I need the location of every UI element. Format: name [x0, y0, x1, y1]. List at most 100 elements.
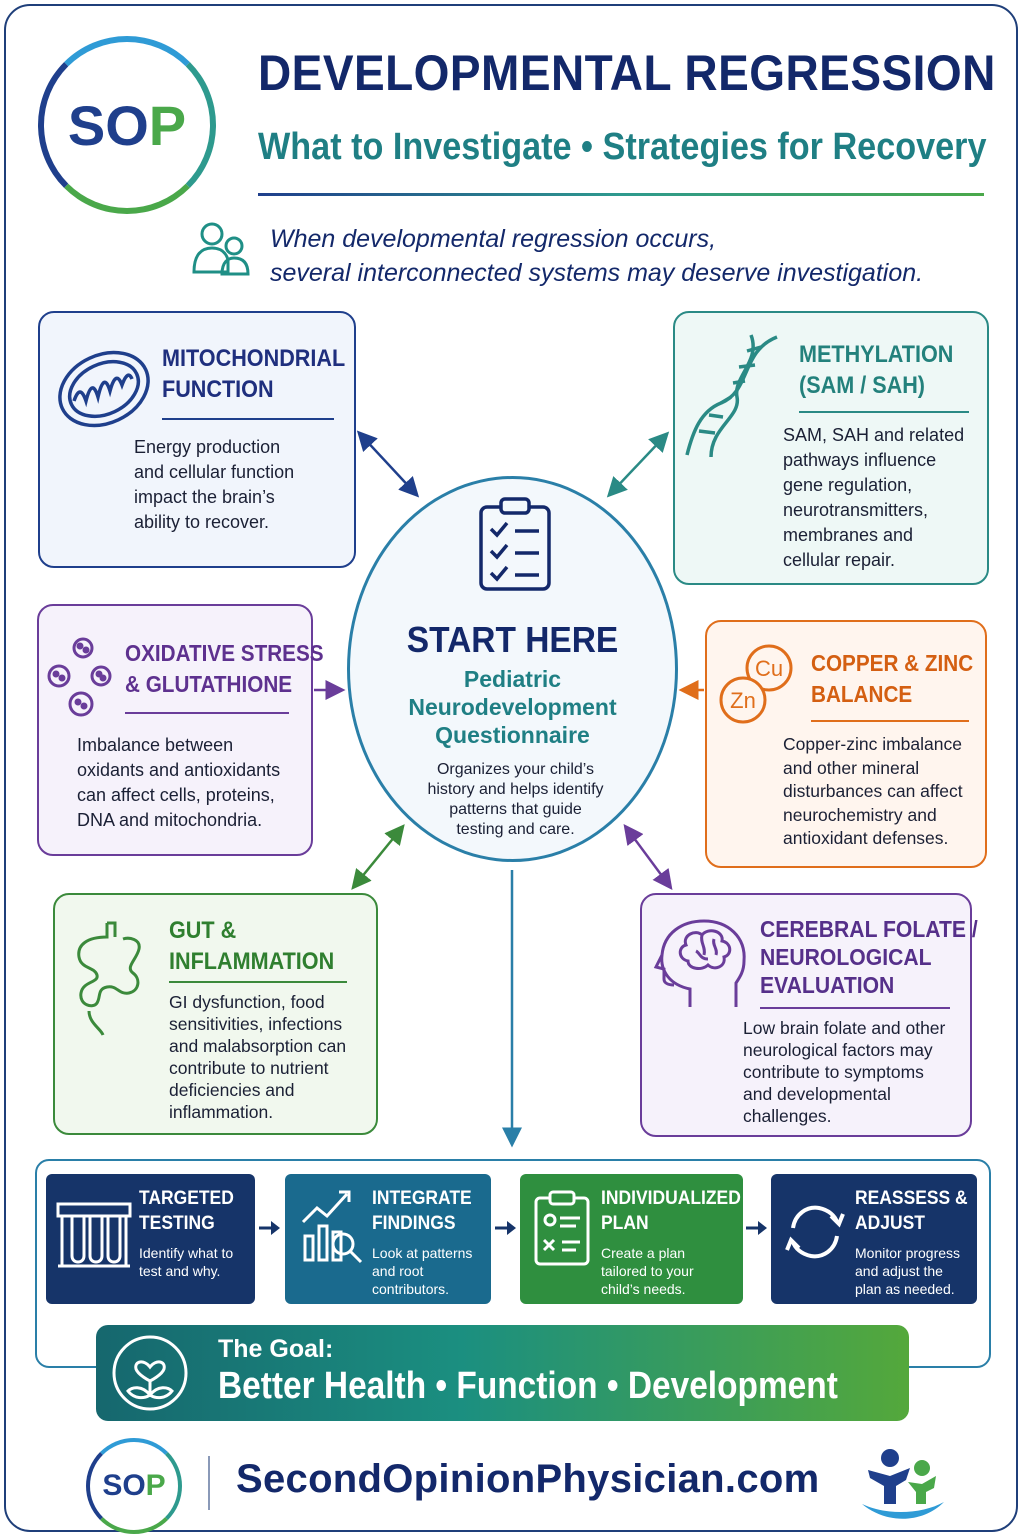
oxid-line-2: oxidants and antioxidants	[77, 760, 281, 780]
start-here-oval: START HERE Pediatric Neurodevelopment Qu…	[347, 476, 678, 862]
oxid-rule	[125, 712, 289, 714]
copper-title-line-1: COPPER & ZINC	[811, 650, 974, 676]
box-methylation: METHYLATION (SAM / SAH) SAM, SAH and rel…	[673, 311, 989, 585]
cerebral-text: Low brain folate and other neurological …	[743, 1017, 945, 1127]
step-targeted-testing: TARGETED TESTING Identify what to test a…	[46, 1174, 255, 1304]
gut-line-3: and malabsorption can	[169, 1036, 347, 1056]
gut-text: GI dysfunction, food sensitivities, infe…	[169, 991, 346, 1123]
oxid-text: Imbalance between oxidants and antioxida…	[77, 733, 280, 833]
footer-divider	[208, 1456, 210, 1510]
footer-logo-letter-p: P	[145, 1469, 166, 1502]
meth-line-1: SAM, SAH and related	[783, 425, 965, 445]
box-cerebral-folate: CEREBRAL FOLATE / NEUROLOGICAL EVALUATIO…	[640, 893, 978, 1137]
step-4-line-3: plan as needed.	[855, 1281, 955, 1297]
step-arrow-2	[495, 1221, 516, 1235]
center-line-2: history and helps identify	[427, 781, 604, 798]
step-4-title-line-1: REASSESS &	[855, 1188, 968, 1209]
arrow-cere-center	[623, 823, 673, 891]
goal-text: Better Health • Function • Development	[218, 1365, 838, 1407]
step-3-line-3: child’s needs.	[601, 1281, 686, 1297]
chart-magnifier-icon	[301, 1190, 363, 1264]
meth-title-line-1: METHYLATION	[799, 341, 954, 368]
box-copper-zinc: Cu Zn COPPER & ZINC BALANCE Copper-zinc …	[705, 620, 987, 868]
gut-title: GUT & INFLAMMATION	[169, 915, 334, 977]
cerebral-line-3: contribute to symptoms	[743, 1062, 924, 1082]
step-1-line-2: test and why.	[139, 1263, 221, 1279]
arrow-meth-center	[606, 431, 670, 498]
oxid-line-1: Imbalance between	[77, 735, 234, 755]
mito-title: MITOCHONDRIAL FUNCTION	[162, 343, 345, 405]
page-frame	[4, 4, 1018, 1532]
step-4-line-1: Monitor progress	[855, 1245, 961, 1261]
step-2-title: INTEGRATE FINDINGS	[372, 1186, 472, 1236]
intro-text: When developmental regression occurs, se…	[270, 222, 923, 290]
copper-title-line-2: BALANCE	[811, 681, 913, 707]
family-icon	[862, 1449, 944, 1519]
copper-line-2: and other mineral	[783, 757, 920, 778]
meth-title: METHYLATION (SAM / SAH)	[799, 339, 953, 401]
heart-plant-icon	[112, 1335, 188, 1411]
gut-line-6: inflammation.	[169, 1102, 274, 1122]
mito-title-line-1: MITOCHONDRIAL	[162, 345, 346, 372]
cu-symbol: Cu	[755, 656, 783, 681]
step-2-line-2: and root	[372, 1263, 424, 1279]
step-4-title: REASSESS & ADJUST	[855, 1186, 968, 1236]
step-3-line-2: tailored to your	[601, 1263, 694, 1279]
meth-line-4: neurotransmitters,	[783, 500, 929, 520]
step-arrow-3	[746, 1221, 767, 1235]
step-3-line-1: Create a plan	[601, 1245, 686, 1261]
intestine-icon	[77, 921, 141, 1036]
meth-title-line-2: (SAM / SAH)	[799, 372, 925, 399]
step-1-text: Identify what to test and why.	[139, 1244, 233, 1280]
step-integrate-findings: INTEGRATE FINDINGS Look at patterns and …	[285, 1174, 491, 1304]
cerebral-line-2: neurological factors may	[743, 1040, 933, 1060]
step-3-title: INDIVIDUALIZED PLAN	[601, 1186, 741, 1236]
gut-line-4: contribute to nutrient	[169, 1058, 329, 1078]
test-tubes-icon	[56, 1202, 132, 1268]
box-oxidative-stress: OXIDATIVE STRESS & GLUTATHIONE Imbalance…	[37, 604, 324, 856]
intro-line-1: When developmental regression occurs,	[270, 225, 717, 253]
step-1-title-line-2: TESTING	[139, 1213, 215, 1234]
meth-line-6: cellular repair.	[783, 550, 896, 570]
page-subtitle: What to Investigate • Strategies for Rec…	[258, 126, 987, 168]
website-link[interactable]: SecondOpinionPhysician.com	[236, 1457, 820, 1501]
step-3-text: Create a plan tailored to your child’s n…	[601, 1244, 694, 1298]
cerebral-line-1: Low brain folate and other	[743, 1018, 946, 1038]
step-3-title-line-1: INDIVIDUALIZED	[601, 1188, 741, 1209]
intro-line-2: several interconnected systems may deser…	[270, 259, 924, 287]
mito-line-4: ability to recover.	[134, 512, 270, 532]
mitochondria-icon	[58, 350, 150, 428]
copper-line-3: disturbances can affect	[783, 781, 963, 801]
step-4-text: Monitor progress and adjust the plan as …	[855, 1244, 960, 1298]
oxid-title-line-1: OXIDATIVE STRESS	[125, 640, 324, 666]
cerebral-title: CEREBRAL FOLATE / NEUROLOGICAL EVALUATIO…	[760, 915, 978, 999]
gut-rule	[169, 981, 347, 983]
step-individualized-plan: INDIVIDUALIZED PLAN Create a plan tailor…	[520, 1174, 743, 1304]
oxid-title-line-2: & GLUTATHIONE	[125, 671, 293, 697]
oxid-title: OXIDATIVE STRESS & GLUTATHIONE	[125, 638, 324, 700]
cerebral-line-5: challenges.	[743, 1106, 832, 1126]
box-gut-inflammation: GUT & INFLAMMATION GI dysfunction, food …	[53, 893, 378, 1135]
logo-letter-p: P	[148, 93, 187, 157]
step-2-line-1: Look at patterns	[372, 1245, 473, 1261]
gut-title-line-2: INFLAMMATION	[169, 948, 335, 975]
header-divider	[258, 193, 984, 196]
people-icon	[192, 222, 250, 276]
mito-line-2: and cellular function	[134, 462, 295, 482]
oxid-line-3: can affect cells, proteins,	[77, 785, 275, 805]
step-2-title-line-2: FINDINGS	[372, 1213, 456, 1234]
center-line-1: Organizes your child’s	[436, 761, 595, 778]
step-3-title-line-2: PLAN	[601, 1213, 649, 1234]
step-1-line-1: Identify what to	[139, 1245, 234, 1261]
zn-symbol: Zn	[730, 688, 756, 713]
step-1-title-line-1: TARGETED	[139, 1188, 234, 1209]
gut-title-line-1: GUT &	[169, 917, 237, 944]
meth-rule	[799, 411, 969, 413]
copper-line-4: neurochemistry and	[783, 804, 937, 825]
cerebral-title-line-2: NEUROLOGICAL	[760, 944, 932, 970]
center-line-4: testing and care.	[456, 821, 575, 838]
copper-title: COPPER & ZINC BALANCE	[811, 648, 973, 710]
clipboard-checklist-icon	[479, 497, 551, 591]
